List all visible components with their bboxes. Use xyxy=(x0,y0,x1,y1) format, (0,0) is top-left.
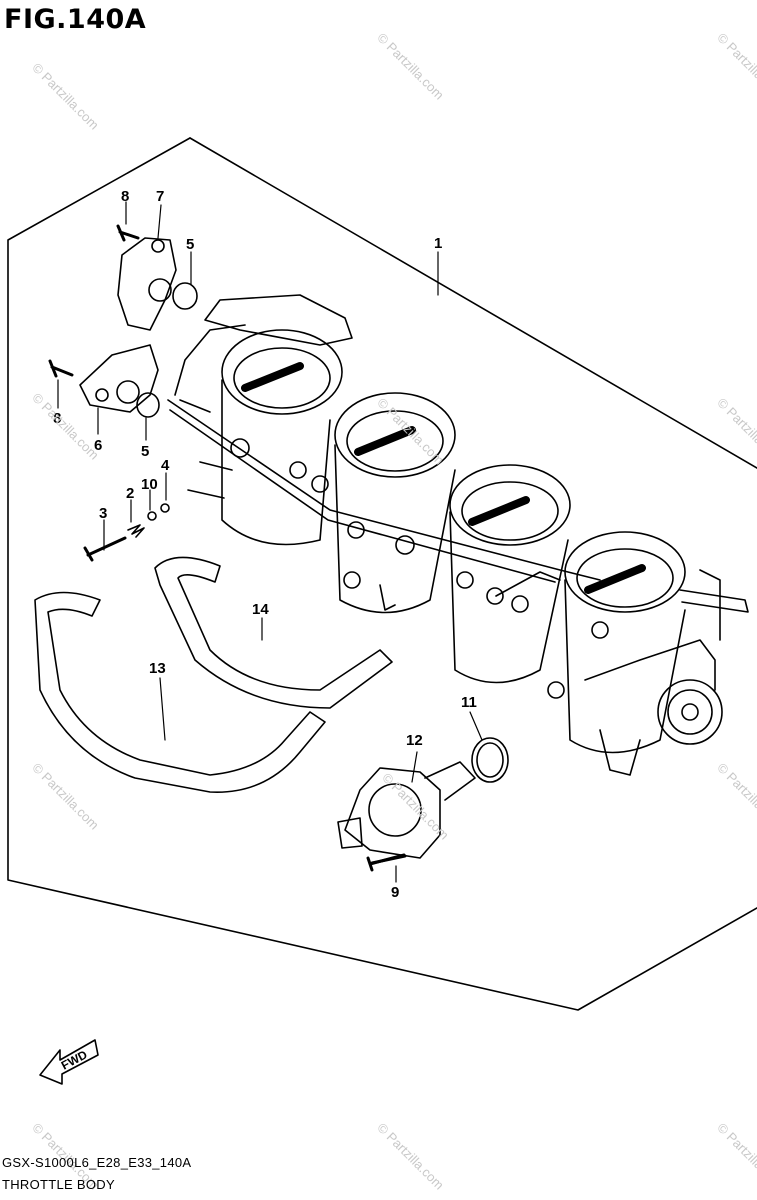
diagram-caption: THROTTLE BODY xyxy=(2,1177,115,1192)
sensor-6 xyxy=(79,344,159,413)
callout-1: 1 xyxy=(434,235,442,252)
diagram-code: GSX-S1000L6_E28_E33_140A xyxy=(2,1155,192,1170)
callout-9: 9 xyxy=(391,884,399,901)
o-ring-4 xyxy=(160,503,170,513)
callout-2: 2 xyxy=(126,485,134,502)
part-12-actuator xyxy=(337,761,476,865)
callout-12: 12 xyxy=(406,732,423,749)
washer-10 xyxy=(147,511,157,521)
callout-7: 7 xyxy=(156,188,164,205)
sensor-7 xyxy=(117,237,177,331)
o-ring-5-upper xyxy=(172,282,198,310)
callout-5-upper: 5 xyxy=(186,236,194,253)
o-ring-5-lower xyxy=(136,392,160,418)
throttle-body-assembly xyxy=(167,294,749,776)
callout-11: 11 xyxy=(461,694,477,711)
assembly-boundary xyxy=(189,137,757,469)
callout-8-lower: 8 xyxy=(53,410,61,427)
callout-14: 14 xyxy=(252,601,269,618)
spring-2 xyxy=(127,524,145,538)
o-ring-11 xyxy=(471,737,509,783)
screw-8-lower xyxy=(48,359,74,378)
screw-9 xyxy=(366,853,406,872)
callout-3: 3 xyxy=(99,505,107,522)
callout-4: 4 xyxy=(161,457,170,474)
callout-10: 10 xyxy=(141,476,158,493)
figure-title: FIG.140A xyxy=(4,4,147,35)
hose-14 xyxy=(154,556,393,709)
assembly-boundary-left xyxy=(7,137,757,1011)
callout-6: 6 xyxy=(94,437,102,454)
callout-8-upper: 8 xyxy=(121,188,129,205)
fwd-arrow-icon xyxy=(39,1039,99,1085)
hose-13 xyxy=(34,591,326,793)
callout-5-lower: 5 xyxy=(141,443,149,460)
screw-3 xyxy=(83,536,127,562)
screw-8-upper xyxy=(116,224,140,242)
leader-lines xyxy=(57,201,483,883)
callout-13: 13 xyxy=(149,660,166,677)
